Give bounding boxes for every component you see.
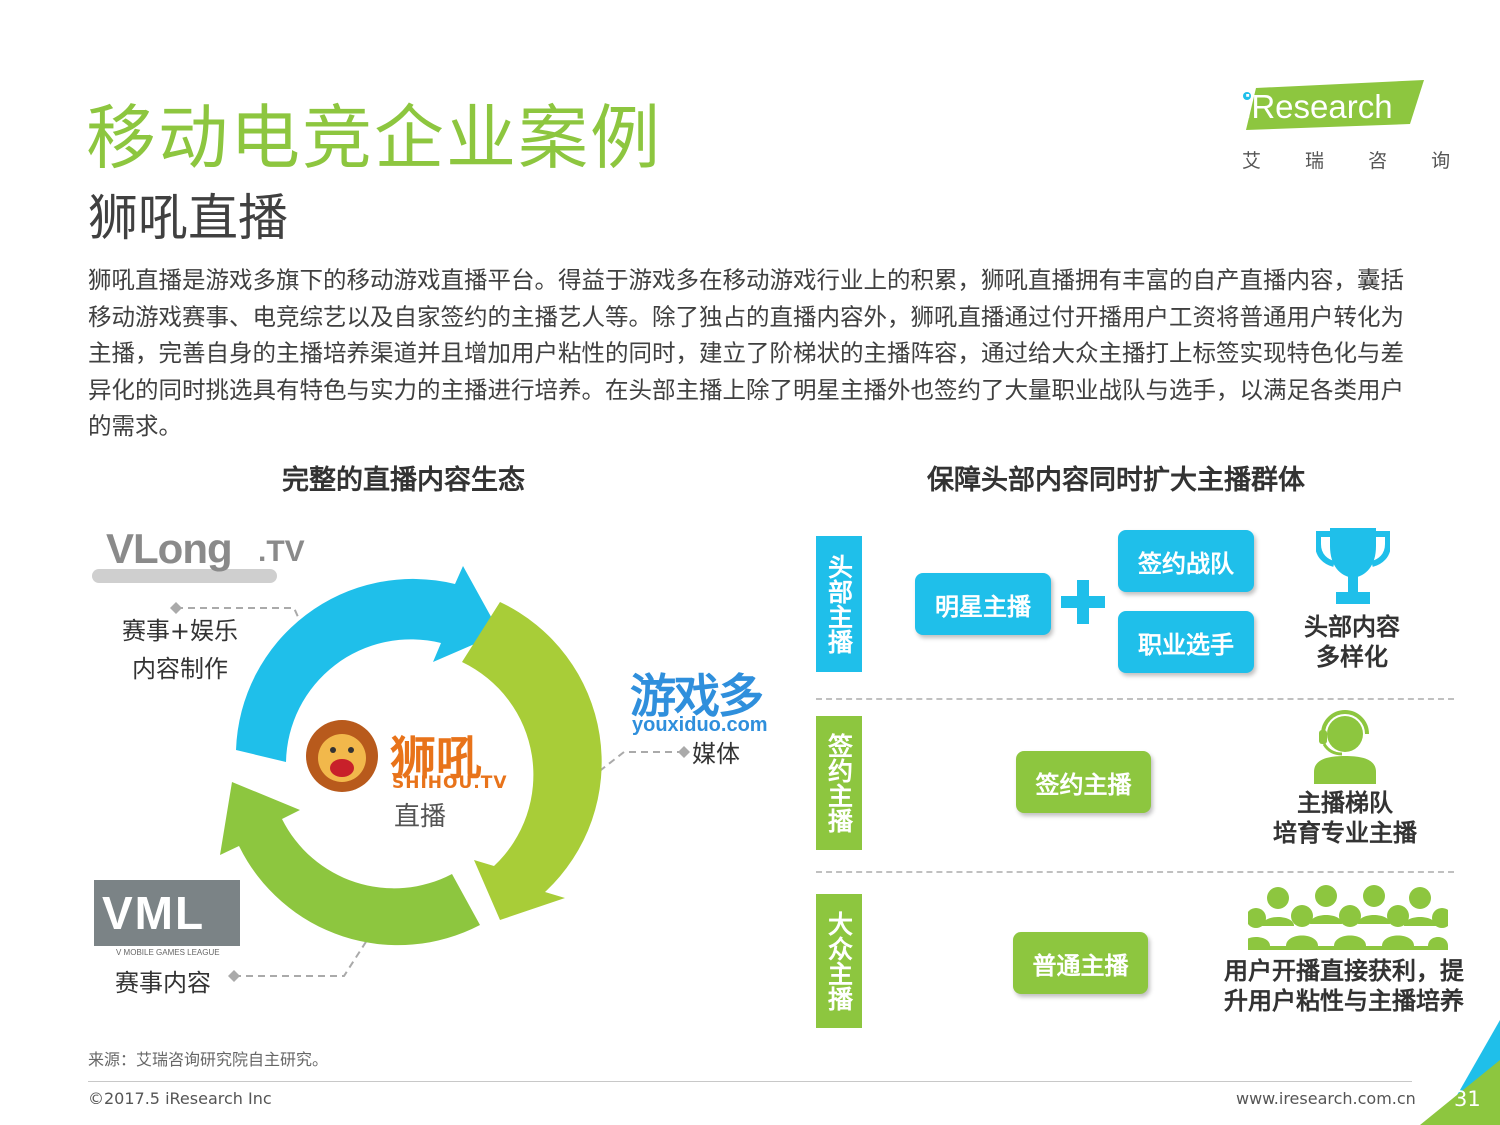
left-section-heading: 完整的直播内容生态 <box>282 465 525 496</box>
vlong-caption-line1: 赛事+娱乐 <box>121 617 239 645</box>
right-section-heading: 保障头部内容同时扩大主播群体 <box>927 465 1305 496</box>
tier-label-public: 大众主播 <box>816 894 862 1028</box>
center-label: 直播 <box>394 802 447 832</box>
tier1-desc-line2: 多样化 <box>1316 643 1388 671</box>
trophy-icon <box>1316 528 1390 604</box>
youxiduo-logo: 游戏多 youxiduo.com <box>630 660 790 740</box>
vlong-connector-diamond-icon <box>170 602 182 614</box>
iresearch-logo-cn: 艾 瑞 咨 询 <box>1242 150 1470 172</box>
content-cycle-diagram <box>170 566 690 982</box>
vml-connector-diamond-icon <box>228 970 240 982</box>
vlong-caption: 赛事+娱乐 内容制作 <box>100 612 260 688</box>
vlong-logo-base <box>92 569 277 583</box>
tier3-desc: 用户开播直接获利，提 升用户粘性与主播培养 <box>1214 956 1474 1016</box>
corner-decoration-icon <box>1420 1020 1500 1125</box>
vml-connector <box>234 919 381 977</box>
lion-head-icon <box>306 720 378 792</box>
youxiduo-logo-cn: 游戏多 <box>630 669 764 723</box>
vml-logo-text: VML <box>102 887 206 939</box>
shihou-logo-en: SHIHOU.TV <box>392 773 508 793</box>
youxiduo-connector-diamond-icon <box>678 746 690 758</box>
page-subtitle: 狮吼直播 <box>88 189 288 247</box>
crowd-icon <box>1248 885 1448 950</box>
footer-divider <box>88 1081 1412 1082</box>
tier3-desc-line2: 升用户粘性与主播培养 <box>1224 987 1464 1015</box>
copyright: ©2017.5 iResearch Inc <box>88 1089 272 1108</box>
youxiduo-caption: 媒体 <box>692 740 740 768</box>
tier-divider-2 <box>816 871 1454 873</box>
vlong-caption-line2: 内容制作 <box>132 655 228 683</box>
page-number: 31 <box>1454 1087 1481 1111</box>
shihou-logo-cn: 狮吼 <box>390 731 482 785</box>
signed-streamer-pill: 签约主播 <box>1016 751 1151 813</box>
website-link[interactable]: www.iresearch.com.cn <box>1236 1089 1416 1108</box>
tier2-desc: 主播梯队 培育专业主播 <box>1262 788 1428 848</box>
page-title: 移动电竞企业案例 <box>86 97 662 179</box>
signed-team-pill: 签约战队 <box>1118 530 1254 592</box>
regular-streamer-pill: 普通主播 <box>1013 932 1148 994</box>
vml-logo-sub: V MOBILE GAMES LEAGUE <box>116 948 220 957</box>
headset-person-icon <box>1314 710 1376 784</box>
iresearch-logo: iResearch 艾 瑞 咨 询 <box>1238 80 1450 172</box>
star-streamer-pill: 明星主播 <box>915 573 1051 635</box>
tier2-desc-line1: 主播梯队 <box>1297 789 1393 817</box>
iresearch-logo-shape-icon <box>1243 80 1424 130</box>
cycle-arrow-blue-icon <box>236 566 500 762</box>
vml-logo: VML V MOBILE GAMES LEAGUE <box>94 880 240 958</box>
tier-label-head: 头部主播 <box>816 536 862 672</box>
vlong-logo-text: VLong <box>106 525 233 572</box>
cycle-arrow-green-bottom-icon <box>220 782 480 946</box>
tier1-desc: 头部内容 多样化 <box>1282 612 1422 672</box>
vml-logo-box <box>94 880 240 946</box>
iresearch-logo-text: iResearch <box>1244 88 1393 125</box>
youxiduo-logo-url: youxiduo.com <box>632 714 768 736</box>
vml-caption: 赛事内容 <box>115 969 211 997</box>
youxiduo-connector <box>569 751 684 795</box>
pro-player-pill: 职业选手 <box>1118 611 1254 673</box>
source-note: 来源：艾瑞咨询研究院自主研究。 <box>88 1050 329 1069</box>
tier2-desc-line2: 培育专业主播 <box>1273 819 1417 847</box>
intro-paragraph: 狮吼直播是游戏多旗下的移动游戏直播平台。得益于游戏多在移动游戏行业上的积累，狮吼… <box>88 266 1404 440</box>
tier-divider-1 <box>816 698 1454 700</box>
tier3-desc-line1: 用户开播直接获利，提 <box>1224 957 1464 985</box>
tier-label-signed: 签约主播 <box>816 716 862 850</box>
vlong-logo: VLong .TV <box>92 525 312 587</box>
plus-icon <box>1061 580 1105 624</box>
tier1-desc-line1: 头部内容 <box>1304 613 1400 641</box>
vlong-logo-suffix: .TV <box>258 535 305 568</box>
cycle-arrow-green-right-icon <box>462 602 602 920</box>
